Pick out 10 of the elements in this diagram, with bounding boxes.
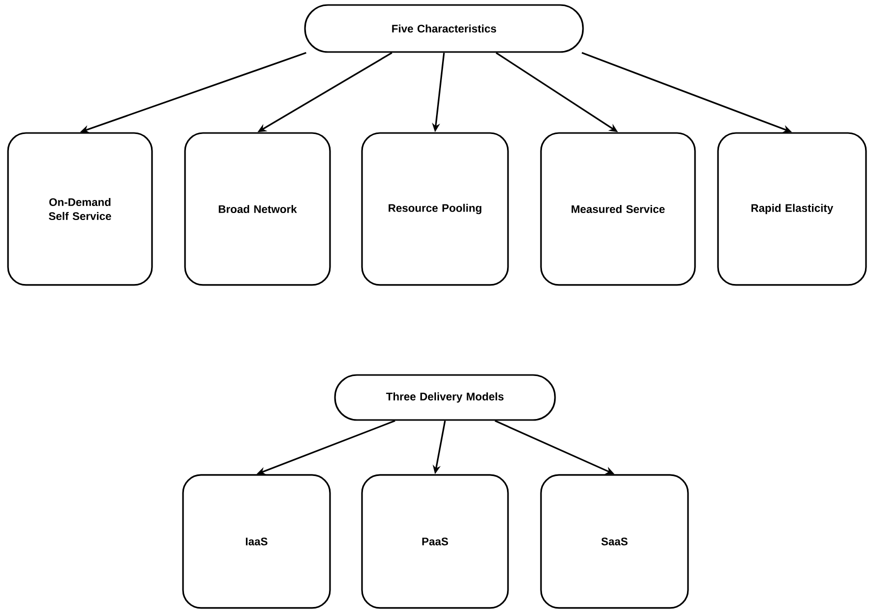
rounded-box: PaaS <box>361 474 509 609</box>
rounded-box: SaaS <box>540 474 689 609</box>
rounded-box: IaaS <box>182 474 331 609</box>
rounded-box: Rapid Elasticity <box>717 132 867 286</box>
rounded-box: Measured Service <box>540 132 696 286</box>
rounded-pill: Five Characteristics <box>304 4 584 53</box>
rounded-box: On-Demand Self Service <box>7 132 153 286</box>
rounded-box: Resource Pooling <box>361 132 509 286</box>
rounded-box: Broad Network <box>184 132 331 286</box>
rounded-pill: Three Delivery Models <box>334 374 556 421</box>
